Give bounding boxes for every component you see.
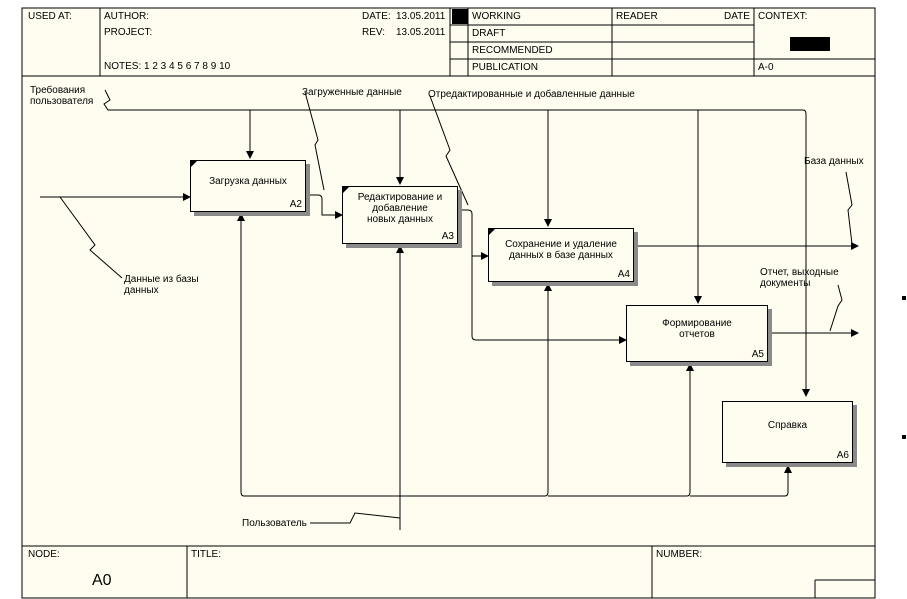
activity-box-a5[interactable]: Формирование отчетов A5: [626, 305, 768, 362]
used-at-label: USED AT:: [28, 11, 72, 22]
activity-label: Редактирование и добавление новых данных: [357, 192, 443, 225]
date-label: DATE:: [362, 11, 391, 22]
status-working: WORKING: [472, 11, 521, 22]
activity-number: A4: [617, 269, 630, 280]
a3-to-a5: [471, 256, 627, 344]
status-publication: PUBLICATION: [472, 62, 538, 73]
project-label: PROJECT:: [104, 27, 153, 38]
label-requirements: Требования пользователя: [30, 85, 94, 107]
activity-number: A6: [836, 450, 849, 461]
header-grid: [22, 8, 875, 77]
author-label: AUTHOR:: [104, 11, 149, 22]
label-edited-data: Отредактированные и добавленные данные: [428, 89, 635, 100]
activity-label: Справка: [767, 420, 808, 431]
rev-value: 13.05.2011: [396, 27, 446, 38]
activity-box-a4[interactable]: Сохранение и удаление данных в базе данн…: [488, 228, 634, 282]
activity-number: A3: [441, 231, 454, 242]
activity-box-a3[interactable]: Редактирование и добавление новых данных…: [342, 186, 458, 244]
reader-date-label: DATE: [724, 11, 750, 22]
mech-to-a4: [400, 283, 552, 497]
notes-label: NOTES: 1 2 3 4 5 6 7 8 9 10: [104, 61, 231, 72]
label-from-db: Данные из базы данных: [124, 274, 199, 296]
mech-to-a2: [237, 213, 401, 530]
date-mark: [452, 9, 468, 24]
paper-frame: [21, 7, 876, 599]
node-label: NODE:: [28, 549, 60, 560]
label-loaded-data: Загруженные данные: [302, 87, 402, 98]
arrows: [40, 89, 859, 530]
footer-grid: [22, 545, 875, 598]
control-to-a6: [103, 89, 810, 397]
mech-to-a6: [690, 465, 792, 497]
label-report: Отчет, выходные документы: [760, 267, 839, 289]
status-recommended: RECOMMENDED: [472, 45, 553, 56]
activity-box-a2[interactable]: Загрузка данных A2: [190, 160, 306, 212]
mech-to-a5: [548, 363, 694, 497]
activity-label: Формирование отчетов: [662, 318, 732, 340]
activity-number: A2: [289, 199, 302, 210]
context-mark: [790, 37, 830, 51]
activity-number: A5: [751, 349, 764, 360]
status-draft: DRAFT: [472, 28, 506, 39]
activity-label: Загрузка данных: [209, 176, 287, 187]
date-value: 13.05.2011: [396, 11, 446, 22]
label-database: База данных: [804, 156, 864, 167]
title-label: TITLE:: [191, 549, 222, 560]
context-node: A-0: [758, 62, 774, 73]
number-label: NUMBER:: [656, 549, 703, 560]
activity-box-a6[interactable]: Справка A6: [722, 401, 853, 463]
a2-to-a3: [306, 194, 343, 219]
rev-label: REV:: [362, 27, 385, 38]
node-value: A0: [92, 572, 112, 589]
label-user: Пользователь: [242, 518, 307, 529]
activity-label: Сохранение и удаление данных в базе данн…: [505, 239, 617, 261]
context-label: CONTEXT:: [758, 11, 808, 22]
reader-label: READER: [616, 11, 658, 22]
a3-to-a4: [458, 209, 489, 260]
